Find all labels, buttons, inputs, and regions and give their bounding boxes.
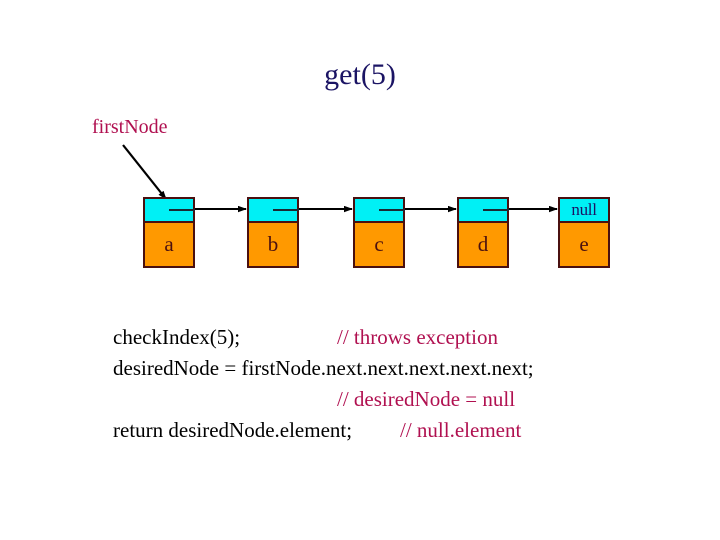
list-node: d [457, 197, 509, 268]
node-element-cell: d [477, 232, 489, 256]
firstnode-pointer-label: firstNode [92, 116, 168, 138]
code-statement: checkIndex(5); [113, 325, 241, 349]
null-label: null [571, 200, 597, 219]
list-node: c [353, 197, 405, 268]
code-line: return desiredNode.element; // null.elem… [0, 415, 720, 446]
code-block: checkIndex(5); // throws exception desir… [0, 322, 720, 446]
list-node: a [143, 197, 195, 268]
node-element-cell: e [579, 232, 589, 256]
code-comment: // throws exception [337, 325, 498, 349]
code-line: checkIndex(5); // throws exception [0, 322, 720, 353]
page-title: get(5) [324, 58, 396, 91]
next-pointer-stub [169, 209, 195, 211]
next-pointer-stub [273, 209, 299, 211]
list-node: null e [558, 197, 610, 268]
list-node: b [247, 197, 299, 268]
node-next-cell [459, 199, 509, 223]
node-element-cell: a [164, 232, 174, 256]
node-element-cell: c [374, 232, 384, 256]
code-comment: // null.element [400, 418, 522, 442]
code-statement: return desiredNode.element; [113, 418, 353, 442]
node-next-cell [355, 199, 405, 223]
node-element-cell: b [267, 232, 279, 256]
code-comment: // desiredNode = null [337, 387, 516, 411]
code-line: // desiredNode = null [0, 384, 720, 415]
node-next-cell-null: null [560, 199, 608, 223]
node-next-cell [249, 199, 299, 223]
code-line: desiredNode = firstNode.next.next.next.n… [0, 353, 720, 384]
code-statement: desiredNode = firstNode.next.next.next.n… [113, 356, 534, 380]
node-next-cell [145, 199, 195, 223]
next-pointer-stub [483, 209, 509, 211]
next-pointer-stub [379, 209, 405, 211]
